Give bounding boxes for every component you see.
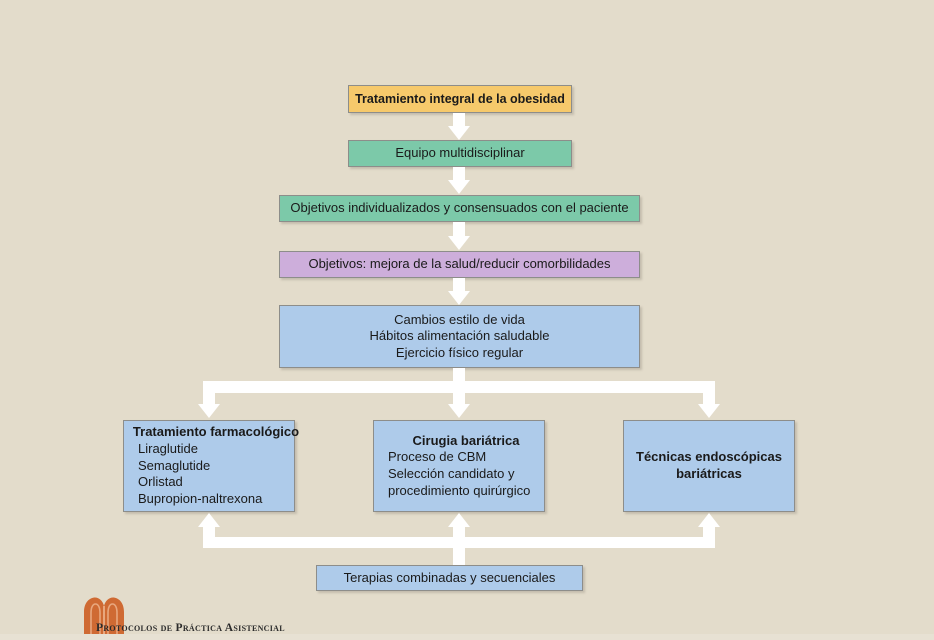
convergence-head-left [198,513,220,527]
distribution-head-right [698,404,720,418]
convergence-riser-middle [453,527,465,548]
protocolos-m-logo-icon [84,597,124,636]
node-label: Objetivos: mejora de la salud/reducir co… [308,256,611,272]
footer-logo-text: Protocolos de Práctica Asistencial [96,622,285,634]
branch-title: Tratamiento farmacológico [132,424,300,440]
arrow-mejora-to-estilo-shaft [453,278,465,292]
arrow-objetivos-to-mejora-shaft [453,222,465,237]
branch-title-line-1: Técnicas endoscópicas [636,449,782,465]
distribution-drop-left [203,381,215,405]
page-bottom-strip [0,634,934,640]
arrow-equipo-to-objetivos-head [448,180,470,194]
branch-item-2: Selección candidato y [388,466,515,481]
node-line-3: Ejercicio físico regular [395,344,524,360]
node-terapias-combinadas: Terapias combinadas y secuenciales [316,565,583,591]
node-equipo-multidisciplinar: Equipo multidisciplinar [348,140,572,167]
branch-title-line-2: bariátricas [676,466,742,481]
node-line-1: Cambios estilo de vida [394,311,525,327]
arrow-equipo-to-objetivos-shaft [453,167,465,181]
branch-item-3: procedimiento quirúrgico [388,482,531,498]
branch-item-3: Orlistad [138,474,183,490]
convergence-head-middle [448,513,470,527]
node-label: Equipo multidisciplinar [395,145,525,161]
arrow-objetivos-to-mejora-head [448,236,470,250]
branch-item-1: Liraglutide [138,441,198,457]
node-cambios-estilo-de-vida: Cambios estilo de vida Hábitos alimentac… [279,305,640,368]
convergence-riser-left [203,527,215,548]
arrow-title-to-equipo-shaft [453,113,465,127]
branch-title: Cirugia bariátrica [412,432,520,448]
node-label: Terapias combinadas y secuenciales [343,569,556,585]
footer-logo: Protocolos de Práctica Asistencial [82,596,322,640]
node-tratamiento-farmacologico: Tratamiento farmacológico Liraglutide Se… [123,420,299,512]
node-label: Tratamiento integral de la obesidad [355,92,565,106]
node-cirugia-bariatrica: Cirugia bariátrica Proceso de CBM Selecc… [373,420,545,512]
node-tratamiento-integral: Tratamiento integral de la obesidad [348,85,572,113]
distribution-head-middle [448,404,470,418]
branch-item-2: Semaglutide [138,457,211,473]
convergence-head-right [698,513,720,527]
distribution-head-left [198,404,220,418]
convergence-riser-right [703,527,715,548]
node-label: Objetivos individualizados y consensuado… [290,200,629,216]
node-objetivos-mejora-salud: Objetivos: mejora de la salud/reducir co… [279,251,640,278]
branch-item-1: Proceso de CBM [388,449,487,465]
distribution-drop-middle [453,381,465,405]
node-line-2: Hábitos alimentación saludable [369,328,550,344]
arrow-mejora-to-estilo-head [448,291,470,305]
node-tecnicas-endoscopicas: Técnicas endoscópicas bariátricas [623,420,795,512]
branch-item-4: Bupropion-naltrexona [138,490,263,506]
distribution-drop-right [703,381,715,405]
arrow-title-to-equipo-head [448,126,470,140]
node-objetivos-individualizados: Objetivos individualizados y consensuado… [279,195,640,222]
